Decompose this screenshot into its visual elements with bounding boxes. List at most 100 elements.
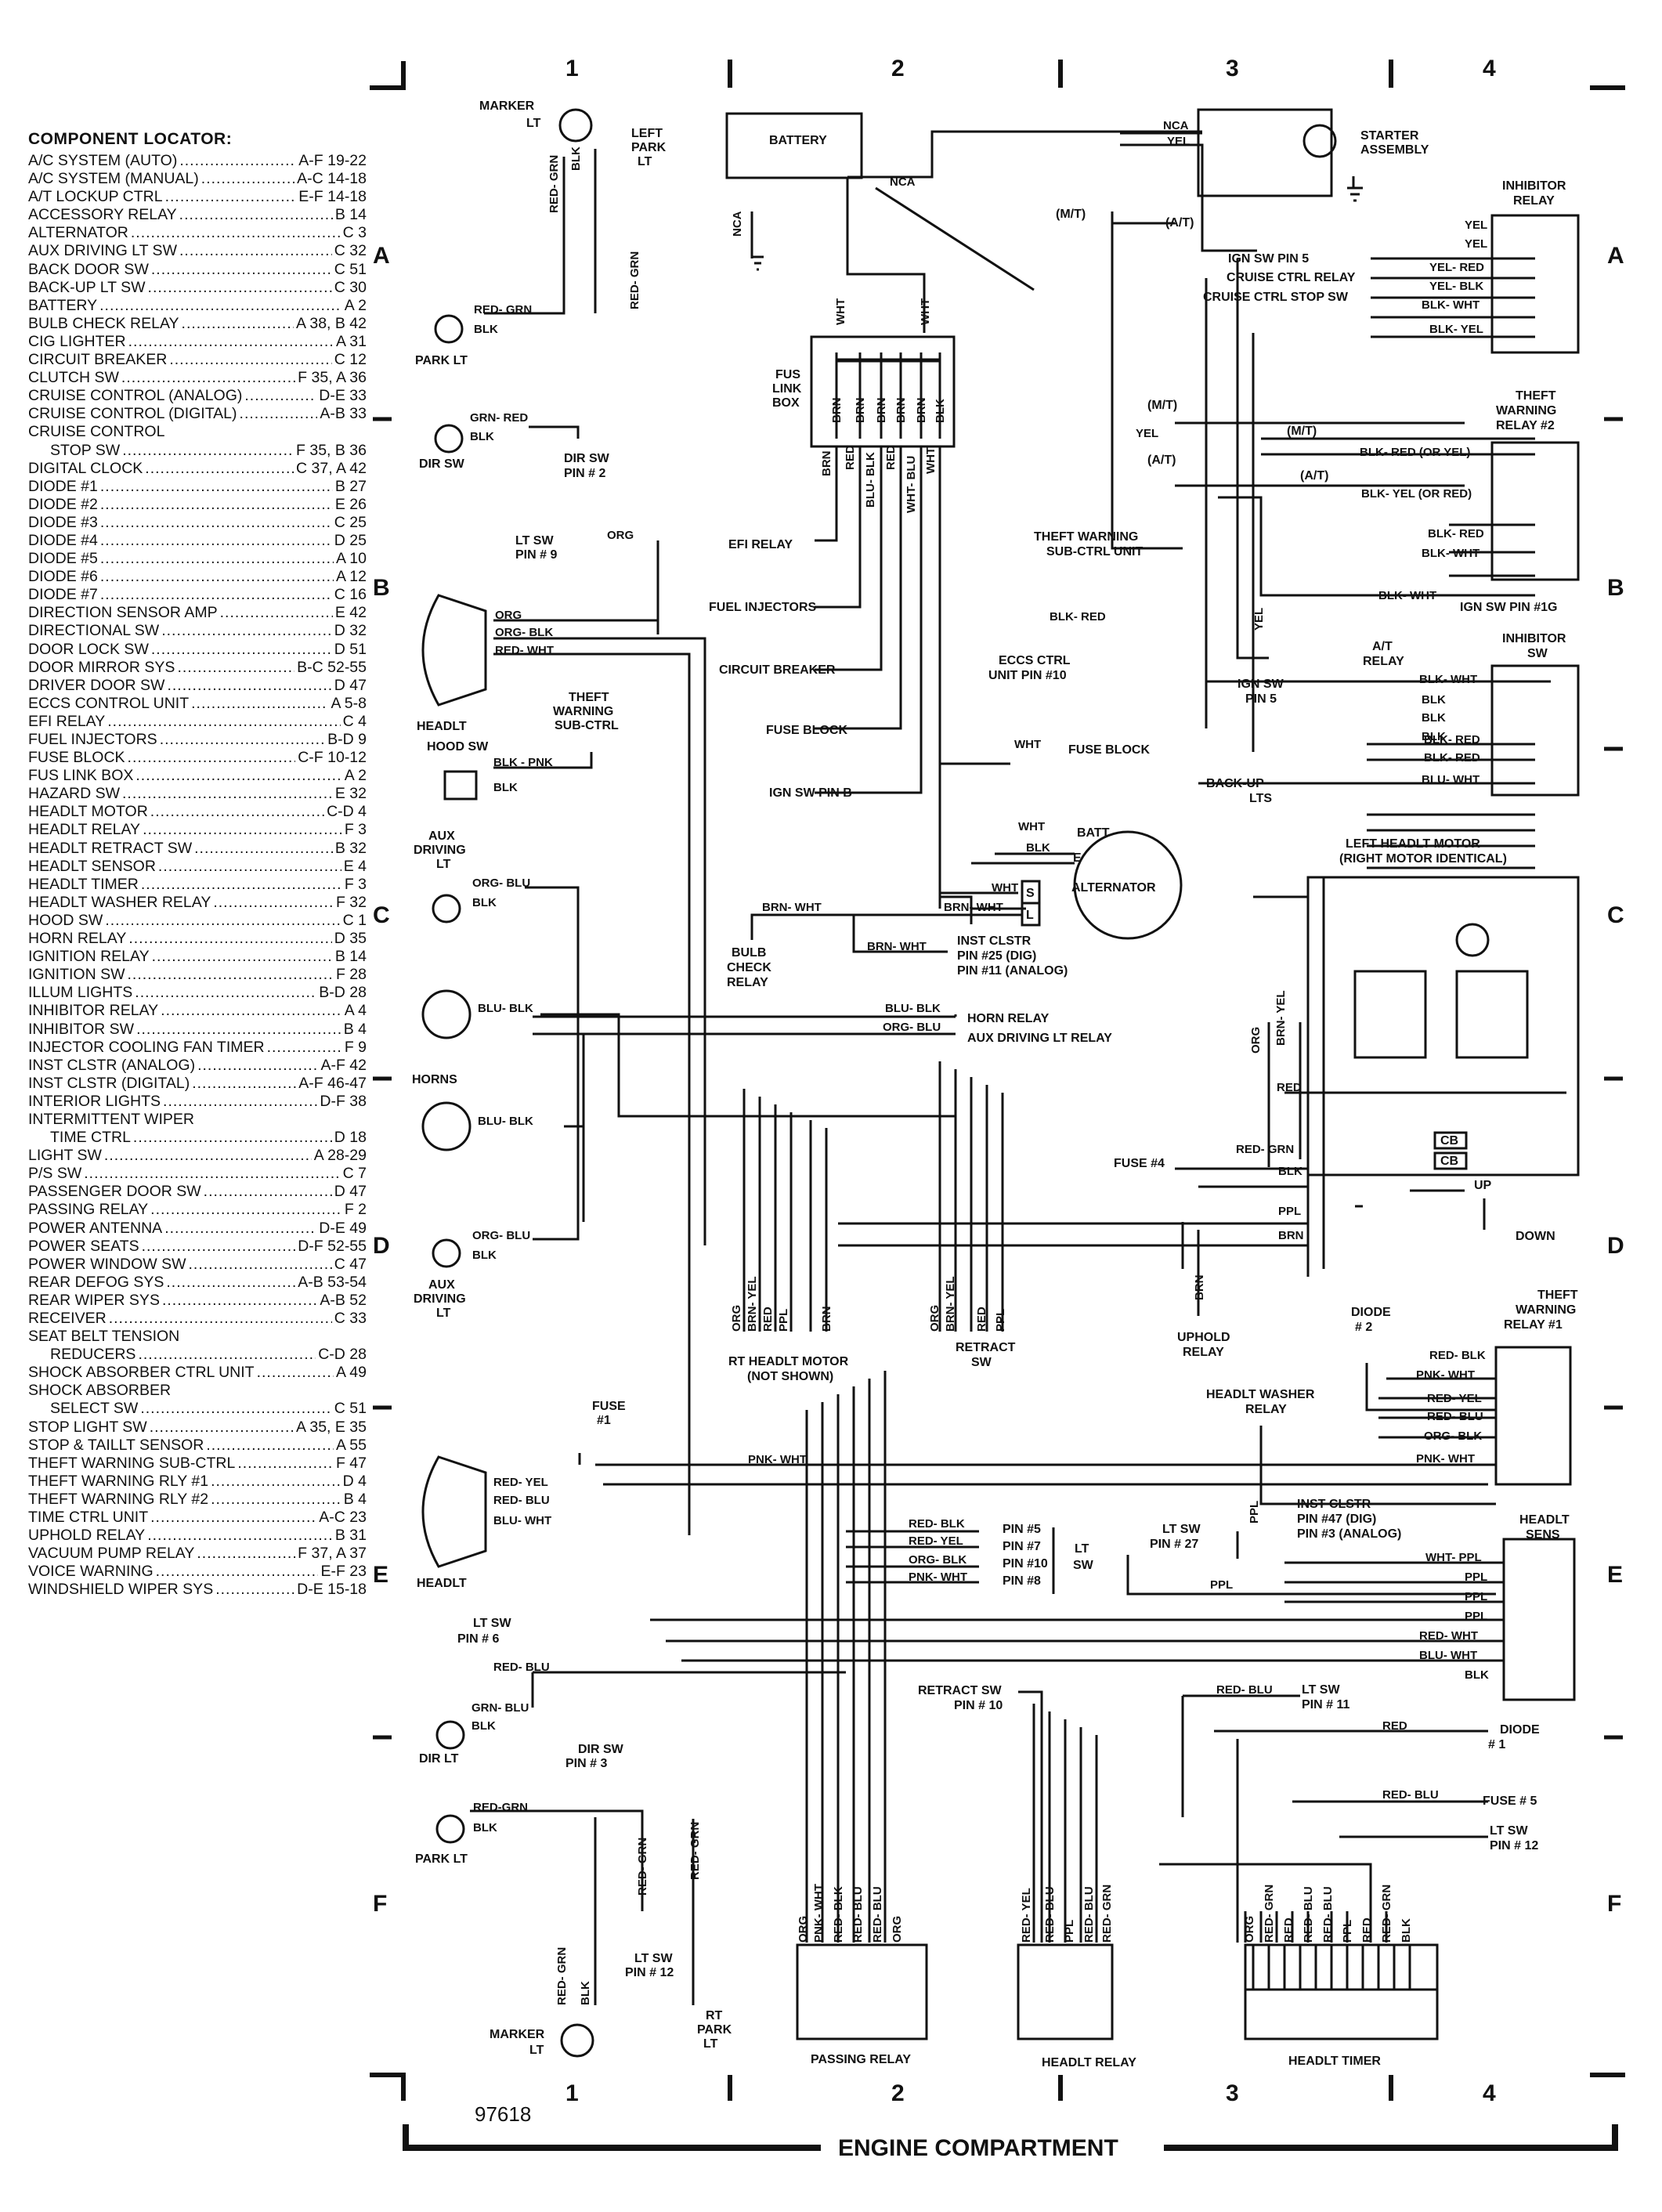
wire-brn-wht-1: BRN- WHT	[944, 901, 1003, 914]
horns: HORNS	[412, 1073, 457, 1086]
grid-row-b-left: B	[373, 575, 390, 601]
wire-red-v6: RED	[1360, 1917, 1374, 1943]
locator-entry: INTERMITTENT WIPER	[28, 1111, 367, 1129]
locator-entry-name: DIGITAL CLOCK	[28, 459, 143, 477]
wire-pnk-wht-1: PNK- WHT	[748, 1453, 807, 1466]
locator-entry: ECCS CONTROL UNITA 5-8	[28, 695, 367, 713]
wire-blk-v3: BLK	[579, 1981, 592, 2005]
locator-entry-ref: B-C 52-55	[297, 658, 367, 676]
wire-red-grn-v4: RED- GRN	[688, 1822, 702, 1880]
locator-entry-name: THEFT WARNING SUB-CTRL	[28, 1454, 236, 1472]
at-relay-2: RELAY	[1363, 655, 1404, 668]
locator-entry-ref: A 10	[335, 550, 367, 568]
locator-entry-name: DIODE #6	[28, 568, 98, 586]
fuse-block-1: FUSE BLOCK	[766, 724, 847, 737]
locator-entry-ref: E 4	[343, 857, 367, 875]
ign-sw-pin1g: IGN SW PIN #1G	[1460, 601, 1557, 614]
wire-org-v1: ORG	[1249, 1027, 1263, 1054]
eccs-2: UNIT PIN #10	[988, 669, 1067, 682]
locator-entry: EFI RELAYC 4	[28, 713, 367, 731]
wire-blk-12: BLK	[1278, 1165, 1303, 1178]
wire-blk-10: BLK	[1422, 711, 1446, 725]
eccs-1: ECCS CTRL	[999, 654, 1071, 667]
wire-brn-wht-3: BRN- WHT	[867, 940, 927, 953]
headlt-washer-2: RELAY	[1245, 1403, 1287, 1416]
wire-ppl-2: PPL	[1210, 1578, 1233, 1592]
wire-wht-v2: WHT	[919, 298, 932, 325]
lt-sw-pin5: PIN #5	[1003, 1523, 1041, 1536]
rt-park-lt-3: LT	[703, 2037, 718, 2051]
locator-entry-name: IGNITION SW	[28, 966, 125, 984]
locator-entry-ref: E-F 14-18	[298, 188, 367, 206]
wire-blu-blk-v: BLU- BLK	[864, 452, 877, 508]
locator-entry: HEADLT TIMERF 3	[28, 876, 367, 894]
wire-red-wht-1: RED- WHT	[495, 644, 554, 657]
lt-sw-pin7: PIN #7	[1003, 1540, 1041, 1553]
locator-entry-ref: A-B 52	[320, 1291, 367, 1309]
locator-entry: VOICE WARNINGE-F 23	[28, 1563, 367, 1581]
at-1: (A/T)	[1165, 216, 1194, 230]
locator-entry-name: AUX DRIVING LT SW	[28, 242, 177, 260]
wire-red-v4: RED	[975, 1307, 988, 1332]
locator-entry-ref: D-E 15-18	[297, 1581, 367, 1599]
marker-lt-top-2: LT	[526, 117, 541, 130]
locator-entry-ref: A 55	[335, 1436, 367, 1454]
locator-entry-name: HEADLT SENSOR	[28, 857, 156, 875]
wire-brn-yel-v3: BRN- YEL	[944, 1276, 957, 1332]
locator-entry: IGNITION SWF 28	[28, 966, 367, 984]
uphold-relay-2: RELAY	[1183, 1346, 1224, 1359]
wire-blk-wht-1: BLK- WHT	[1422, 298, 1480, 312]
wire-ppl-v5: PPL	[1341, 1920, 1354, 1943]
locator-entry: DIRECTIONAL SWD 32	[28, 622, 367, 640]
wire-blu-blk-3: BLU- BLK	[885, 1002, 941, 1015]
locator-entry-name: VACUUM PUMP RELAY	[28, 1545, 195, 1563]
wire-org-v2: ORG	[730, 1305, 743, 1332]
locator-entry-name: SEAT BELT TENSION	[28, 1328, 180, 1346]
wire-brn-v7: BRN	[820, 1307, 833, 1332]
locator-entry-ref: D 32	[334, 622, 367, 640]
locator-entry: THEFT WARNING RLY #2B 4	[28, 1491, 367, 1509]
locator-entry-ref: A-B 33	[320, 405, 367, 423]
locator-entry: STOP SWF 35, B 36	[28, 442, 367, 460]
wire-wht-v1: WHT	[834, 298, 847, 325]
wire-wht-blu-v: WHT- BLU	[905, 456, 918, 513]
inst-clstr-25-3: PIN #11 (ANALOG)	[957, 964, 1068, 978]
lt-sw-pin6-2: PIN # 6	[457, 1632, 499, 1646]
locator-entry-ref: D-F 38	[320, 1092, 367, 1110]
theft-relay2-1: THEFT	[1516, 389, 1556, 403]
wire-red-grn-3: RED- GRN	[1236, 1143, 1294, 1156]
locator-entry-name: THEFT WARNING RLY #1	[28, 1472, 209, 1490]
retract-sw-1: RETRACT	[956, 1341, 1016, 1354]
wire-blk-wht-4: BLK- WHT	[1419, 673, 1477, 686]
wire-blk-red-3: BLK- RED	[1424, 733, 1480, 746]
wire-blk-13: BLK	[1465, 1668, 1489, 1682]
locator-entry: THEFT WARNING SUB-CTRLF 47	[28, 1455, 367, 1473]
grid-col-2-bottom: 2	[891, 2080, 905, 2106]
locator-entry-ref: E 26	[334, 495, 367, 513]
s-terminal: S	[1026, 887, 1035, 900]
locator-entry-name: POWER WINDOW SW	[28, 1255, 186, 1273]
locator-entry-ref: A-F 19-22	[298, 152, 367, 169]
rt-park-lt-2: PARK	[697, 2023, 732, 2037]
wire-brn-v3: BRN	[875, 398, 888, 424]
locator-entry-ref: C 12	[334, 351, 367, 369]
passing-relay: PASSING RELAY	[811, 2053, 911, 2066]
component-locator-title: COMPONENT LOCATOR:	[28, 130, 233, 148]
locator-entry-name: HEADLT WASHER RELAY	[28, 893, 211, 911]
wire-blk-8: BLK	[1026, 841, 1050, 855]
locator-entry-ref: A 35, E 35	[296, 1418, 367, 1436]
locator-entry: CRUISE CONTROL (DIGITAL)A-B 33	[28, 405, 367, 423]
locator-entry-ref: E 32	[334, 785, 367, 803]
locator-entry-ref: B-D 9	[327, 731, 367, 748]
locator-entry-ref: A 4	[344, 1002, 367, 1020]
headlt-top: HEADLT	[417, 720, 467, 733]
theft-sub-ctrl-unit-2: SUB-CTRL UNIT	[1046, 545, 1143, 558]
left-park-lt-1: LEFT	[631, 127, 663, 140]
grid-col-3-bottom: 3	[1226, 2080, 1239, 2106]
locator-entry: BACK DOOR SWC 51	[28, 261, 367, 279]
wire-yel-4: YEL	[1136, 427, 1158, 440]
wire-yel-red: YEL- RED	[1429, 261, 1484, 274]
